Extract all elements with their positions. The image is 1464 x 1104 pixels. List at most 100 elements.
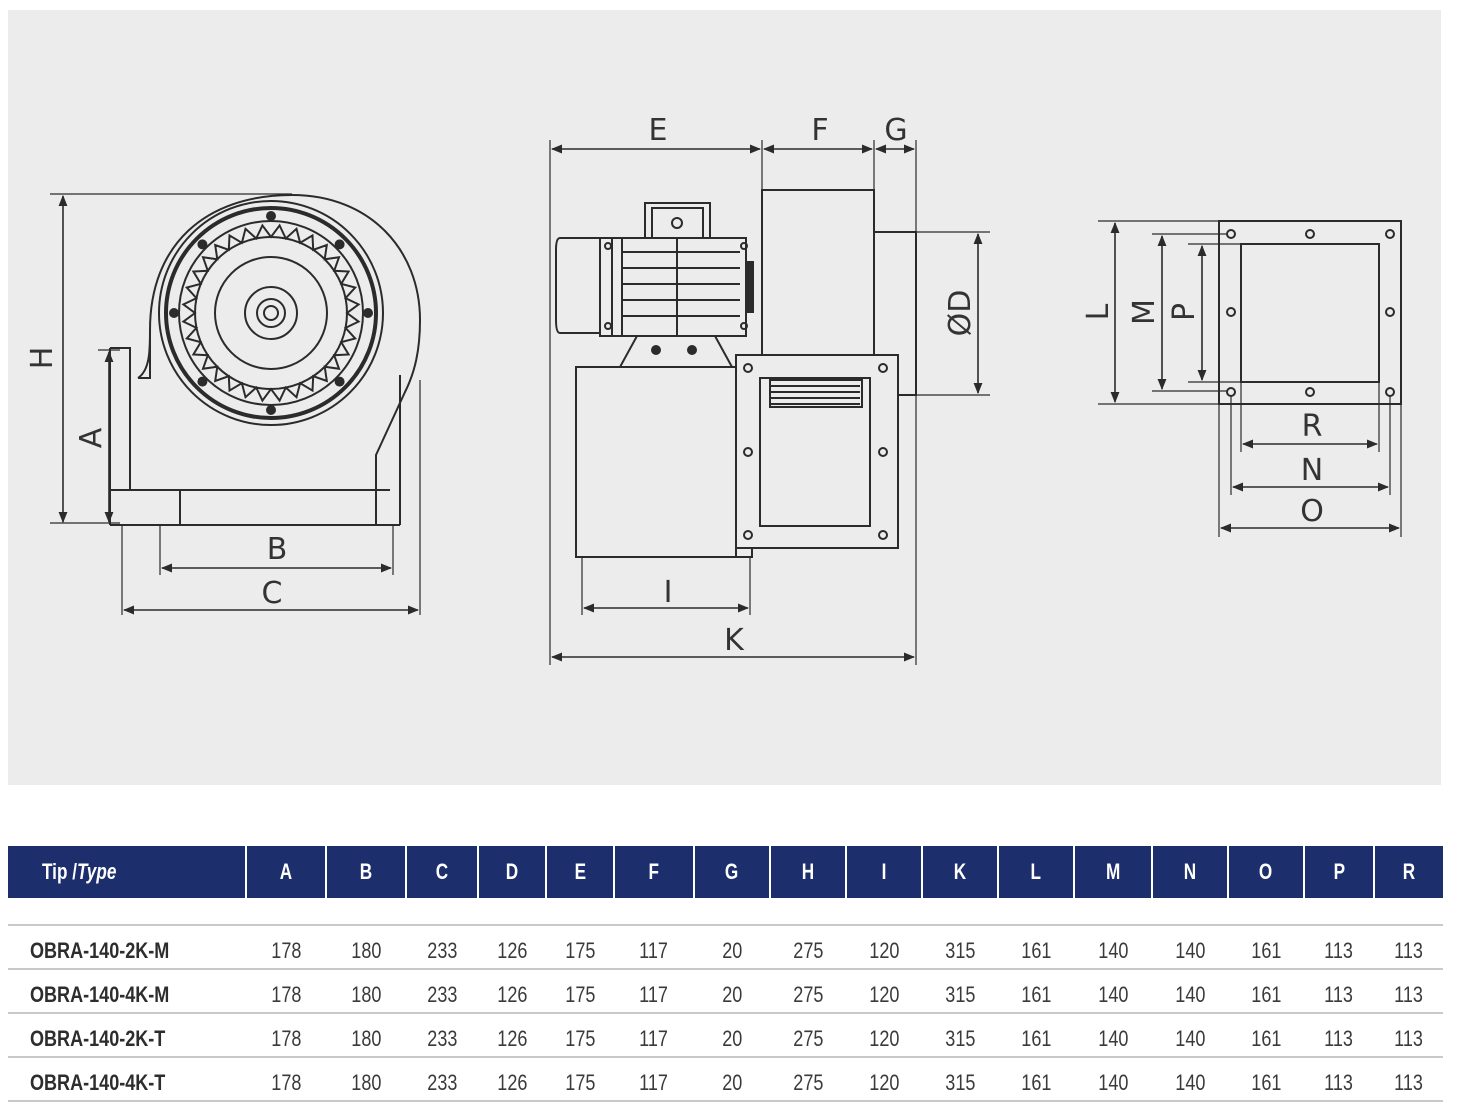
dimension-value: 180 [350, 982, 382, 1007]
dimension-value: 315 [944, 982, 976, 1007]
dimension-cell-g: 20 [694, 1013, 770, 1058]
dimension-value: 113 [1394, 1070, 1423, 1095]
dimension-cell-d: 126 [478, 1013, 546, 1058]
dimension-value: 233 [426, 1070, 458, 1095]
dimension-value: 180 [350, 1070, 382, 1095]
column-header-b: B [325, 846, 406, 898]
dimension-value: 113 [1394, 938, 1423, 963]
type-value: OBRA-140-4K-M [30, 982, 170, 1007]
dimension-value: 140 [1174, 938, 1206, 963]
dimension-cell-i: 120 [846, 925, 922, 970]
column-header-i: I [845, 846, 922, 898]
label-I: I [664, 575, 673, 610]
dimension-cell-c: 233 [406, 925, 478, 970]
dimension-value: 140 [1097, 1026, 1129, 1051]
column-header-f: F [613, 846, 694, 898]
column-header-label: F [648, 859, 660, 884]
type-value: OBRA-140-2K-T [30, 1026, 166, 1051]
dimension-cell-c: 233 [406, 969, 478, 1014]
type-cell: OBRA-140-4K-T [8, 1057, 246, 1102]
dimension-value: 20 [721, 938, 743, 963]
dimension-value: 175 [564, 938, 596, 963]
dimension-cell-a: 178 [246, 925, 326, 970]
label-F: F [811, 113, 828, 148]
dimension-value: 113 [1324, 982, 1354, 1007]
column-header-g: G [693, 846, 770, 898]
dimension-cell-a: 178 [246, 969, 326, 1014]
dimension-cell-o: 161 [1228, 1013, 1304, 1058]
dimension-value: 140 [1174, 982, 1206, 1007]
dimension-value: 113 [1394, 1026, 1423, 1051]
bolt-hole [169, 308, 179, 318]
dimension-value: 126 [496, 1026, 528, 1051]
dimension-value: 275 [792, 938, 824, 963]
label-O: O [1300, 494, 1324, 529]
column-header-label: B [359, 859, 373, 884]
type-header-en: Type [76, 859, 117, 884]
dimension-value: 120 [868, 982, 900, 1007]
dimension-value: 275 [792, 1070, 824, 1095]
label-N: N [1301, 453, 1323, 488]
flange-view [1098, 220, 1402, 537]
label-D: ØD [943, 290, 978, 337]
column-header-label: R [1402, 859, 1416, 884]
dimension-cell-l: 161 [998, 969, 1074, 1014]
bolt-hole [266, 405, 276, 415]
dimension-cell-m: 140 [1074, 969, 1152, 1014]
dimension-value: 180 [350, 938, 382, 963]
dimension-cell-l: 161 [998, 1013, 1074, 1058]
dimension-cell-p: 113 [1304, 969, 1374, 1014]
dimension-cell-b: 180 [326, 1013, 406, 1058]
dimension-cell-g: 20 [694, 925, 770, 970]
column-header-label: P [1333, 859, 1345, 884]
dimension-cell-m: 140 [1074, 925, 1152, 970]
dimension-cell-g: 20 [694, 1057, 770, 1102]
bolt-hole [363, 308, 373, 318]
column-header-label: L [1030, 859, 1042, 884]
dimension-cell-o: 161 [1228, 925, 1304, 970]
column-header-label: C [435, 859, 449, 884]
dimension-cell-e: 175 [546, 925, 614, 970]
type-cell: OBRA-140-4K-M [8, 969, 246, 1014]
type-cell: OBRA-140-2K-M [8, 925, 246, 970]
column-header-label: O [1259, 859, 1273, 884]
dimension-value: 126 [496, 938, 528, 963]
table-spacer-row [8, 898, 1443, 926]
column-header-r: R [1373, 846, 1443, 898]
dimension-value: 113 [1324, 1026, 1354, 1051]
column-header-o: O [1227, 846, 1304, 898]
label-C: C [262, 576, 283, 611]
dimension-value: 117 [639, 1026, 669, 1051]
dimension-value: 175 [564, 982, 596, 1007]
dimension-value: 315 [944, 938, 976, 963]
type-value: OBRA-140-4K-T [30, 1070, 166, 1095]
label-K: K [724, 623, 745, 658]
dimension-cell-f: 117 [614, 969, 694, 1014]
dimension-cell-r: 113 [1374, 925, 1443, 970]
column-header-p: P [1303, 846, 1374, 898]
dimension-cell-h: 275 [770, 1057, 846, 1102]
dimension-cell-p: 113 [1304, 1057, 1374, 1102]
dimension-cell-l: 161 [998, 925, 1074, 970]
dimension-value: 161 [1020, 1026, 1052, 1051]
dimension-cell-b: 180 [326, 925, 406, 970]
label-H: H [25, 347, 60, 370]
dimension-cell-i: 120 [846, 1013, 922, 1058]
dimension-cell-o: 161 [1228, 1057, 1304, 1102]
dimension-value: 161 [1250, 1026, 1282, 1051]
column-header-a: A [245, 846, 326, 898]
dimension-value: 178 [270, 1026, 302, 1051]
bolt-hole [334, 239, 345, 250]
label-M: M [1127, 299, 1162, 325]
dimension-cell-c: 233 [406, 1057, 478, 1102]
column-header-n: N [1151, 846, 1228, 898]
dimension-value: 161 [1020, 1070, 1052, 1095]
dimension-value: 140 [1097, 982, 1129, 1007]
dimension-cell-k: 315 [922, 1057, 998, 1102]
front-view [50, 193, 422, 615]
